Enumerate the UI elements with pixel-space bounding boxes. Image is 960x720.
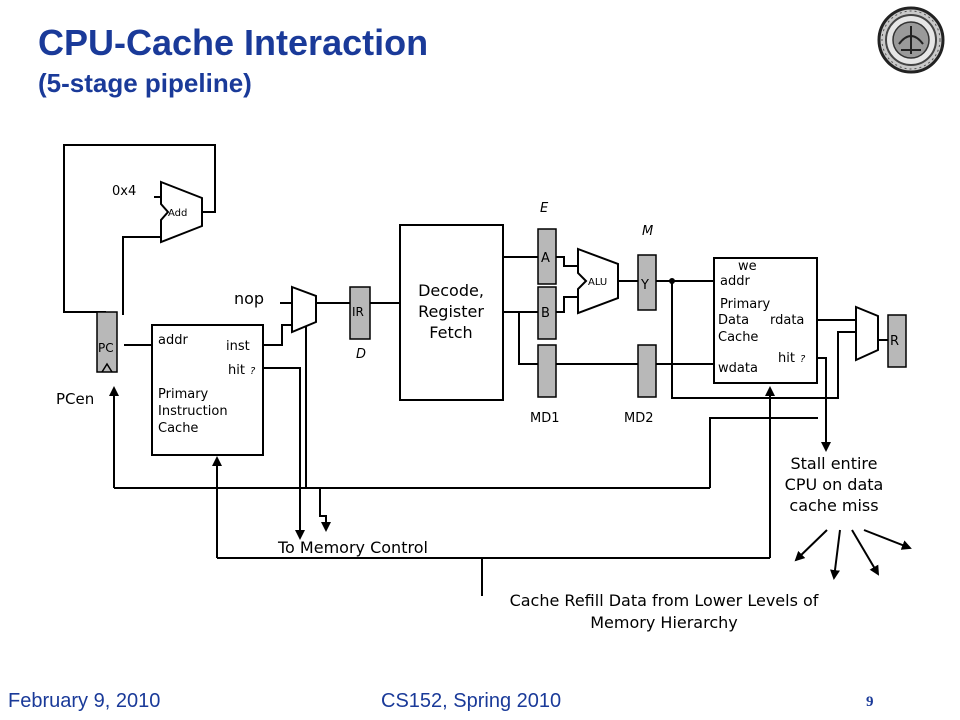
alu-label: ALU <box>588 277 607 288</box>
icache-hit-q: ? <box>250 366 256 377</box>
decode-line-2: Register <box>418 302 484 321</box>
university-seal-logo <box>877 6 945 74</box>
dcache-wdata-label: wdata <box>718 361 758 376</box>
icache-name-line-2: Instruction <box>158 404 228 419</box>
adder-label: Add <box>168 208 187 219</box>
register-md1 <box>537 344 557 398</box>
stage-e-label: E <box>540 201 549 216</box>
stall-line-3: cache miss <box>789 496 878 515</box>
decode-line-1: Decode, <box>418 281 484 300</box>
instruction-cache-block <box>151 324 264 456</box>
pc-label: PC <box>98 341 114 355</box>
register-a <box>537 228 557 285</box>
refill-line-2: Memory Hierarchy <box>590 613 738 632</box>
icache-name-line-3: Cache <box>158 421 198 436</box>
icache-name-line-1: Primary <box>158 387 209 402</box>
decode-line-3: Fetch <box>429 323 472 342</box>
writeback-mux <box>855 305 879 362</box>
alu-block <box>577 247 619 315</box>
icache-addr-label: addr <box>158 333 188 348</box>
register-b-label: B <box>541 306 550 321</box>
footer-date: February 9, 2010 <box>8 690 161 712</box>
dcache-we-label: we <box>738 259 757 274</box>
md1-label: MD1 <box>530 411 560 426</box>
dcache-addr-label: addr <box>720 274 750 289</box>
wires <box>63 144 912 596</box>
footer-course: CS152, Spring 2010 <box>381 690 562 712</box>
refill-line-1: Cache Refill Data from Lower Levels of <box>510 591 819 610</box>
ir-label: IR <box>352 305 364 319</box>
register-a-label: A <box>541 251 550 266</box>
data-cache-block <box>713 257 818 384</box>
dcache-name-line-2: Data <box>718 313 749 328</box>
const-label: 0x4 <box>112 184 136 199</box>
stage-m-label: M <box>642 224 653 239</box>
adder-block <box>160 180 203 244</box>
pc-clock-icon <box>101 362 113 373</box>
page-subtitle: (5-stage pipeline) <box>38 68 252 98</box>
pc-register <box>96 311 118 373</box>
stall-line-2: CPU on data <box>785 475 884 494</box>
page-number: 9 <box>866 694 874 710</box>
dcache-hit-label: hit <box>778 351 795 366</box>
dcache-rdata-label: rdata <box>770 313 804 328</box>
register-md2 <box>637 344 657 398</box>
page-title: CPU-Cache Interaction <box>38 22 429 63</box>
nop-mux <box>291 285 317 334</box>
register-b <box>537 286 557 340</box>
register-r-label: R <box>890 334 899 349</box>
register-r <box>887 314 907 368</box>
dcache-name-line-3: Cache <box>718 330 758 345</box>
md2-label: MD2 <box>624 411 654 426</box>
wire-junction-dot <box>669 278 675 284</box>
nop-label: nop <box>234 289 264 308</box>
icache-inst-label: inst <box>226 339 250 354</box>
register-y <box>637 254 657 311</box>
ir-register <box>349 286 371 340</box>
icache-hit-label: hit <box>228 363 245 378</box>
stage-d-label: D <box>356 347 366 362</box>
decode-register-fetch-block <box>399 224 504 401</box>
dcache-name-line-1: Primary <box>720 297 771 312</box>
register-y-label: Y <box>640 278 649 293</box>
stall-line-1: Stall entire <box>791 454 878 473</box>
pcen-label: PCen <box>56 390 94 408</box>
to-memory-control-label: To Memory Control <box>277 538 428 557</box>
dcache-hit-q: ? <box>800 354 806 365</box>
